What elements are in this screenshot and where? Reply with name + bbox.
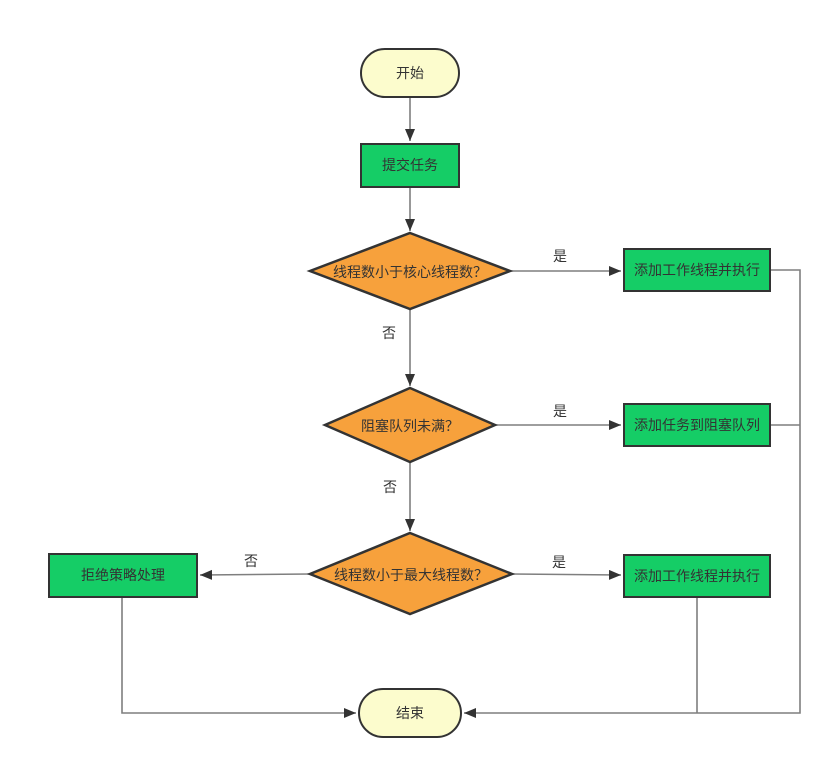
reject-policy-label: 拒绝策略处理 <box>81 567 165 584</box>
edge-box1-to-rail <box>771 269 801 424</box>
edge-label-d2-no: 否 <box>383 479 397 495</box>
reject-policy-node: 拒绝策略处理 <box>48 553 198 598</box>
edge-label-d2-yes: 是 <box>553 403 567 419</box>
add-worker-thread-node-1: 添加工作线程并执行 <box>623 248 771 292</box>
start-node-label: 开始 <box>396 64 424 81</box>
decision-d1-shape <box>306 231 514 311</box>
add-worker-thread-node-2: 添加工作线程并执行 <box>623 554 771 598</box>
start-node: 开始 <box>360 48 460 98</box>
edge-d3-yes-to-box3 <box>511 569 622 580</box>
end-node-label: 结束 <box>396 704 424 721</box>
add-task-to-queue-node: 添加任务到阻塞队列 <box>623 403 771 447</box>
decision-d1-label: 线程数小于核心线程数？ <box>333 264 487 280</box>
edge-label-d1-no: 否 <box>382 325 396 341</box>
add-task-to-queue-label: 添加任务到阻塞队列 <box>634 416 760 433</box>
edge-label-d3-no: 否 <box>244 553 258 569</box>
edge-label-d1-yes: 是 <box>553 248 567 264</box>
submit-task-label: 提交任务 <box>382 157 438 174</box>
edge-label-d3-yes: 是 <box>552 554 566 570</box>
decision-d3-label: 线程数小于最大线程数？ <box>334 567 488 583</box>
edge-d3-no-to-reject <box>199 569 311 580</box>
add-worker-thread-label-2: 添加工作线程并执行 <box>634 567 760 584</box>
decision-d2-label: 阻塞队列未满？ <box>361 418 459 434</box>
decision-d3-shape <box>306 531 516 616</box>
submit-task-node: 提交任务 <box>360 143 460 188</box>
edge-rail-to-end <box>464 424 801 718</box>
add-worker-thread-label-1: 添加工作线程并执行 <box>634 261 760 278</box>
decision-d2-shape <box>321 386 499 464</box>
edge-reject-to-end <box>121 598 356 718</box>
end-node: 结束 <box>358 688 462 738</box>
